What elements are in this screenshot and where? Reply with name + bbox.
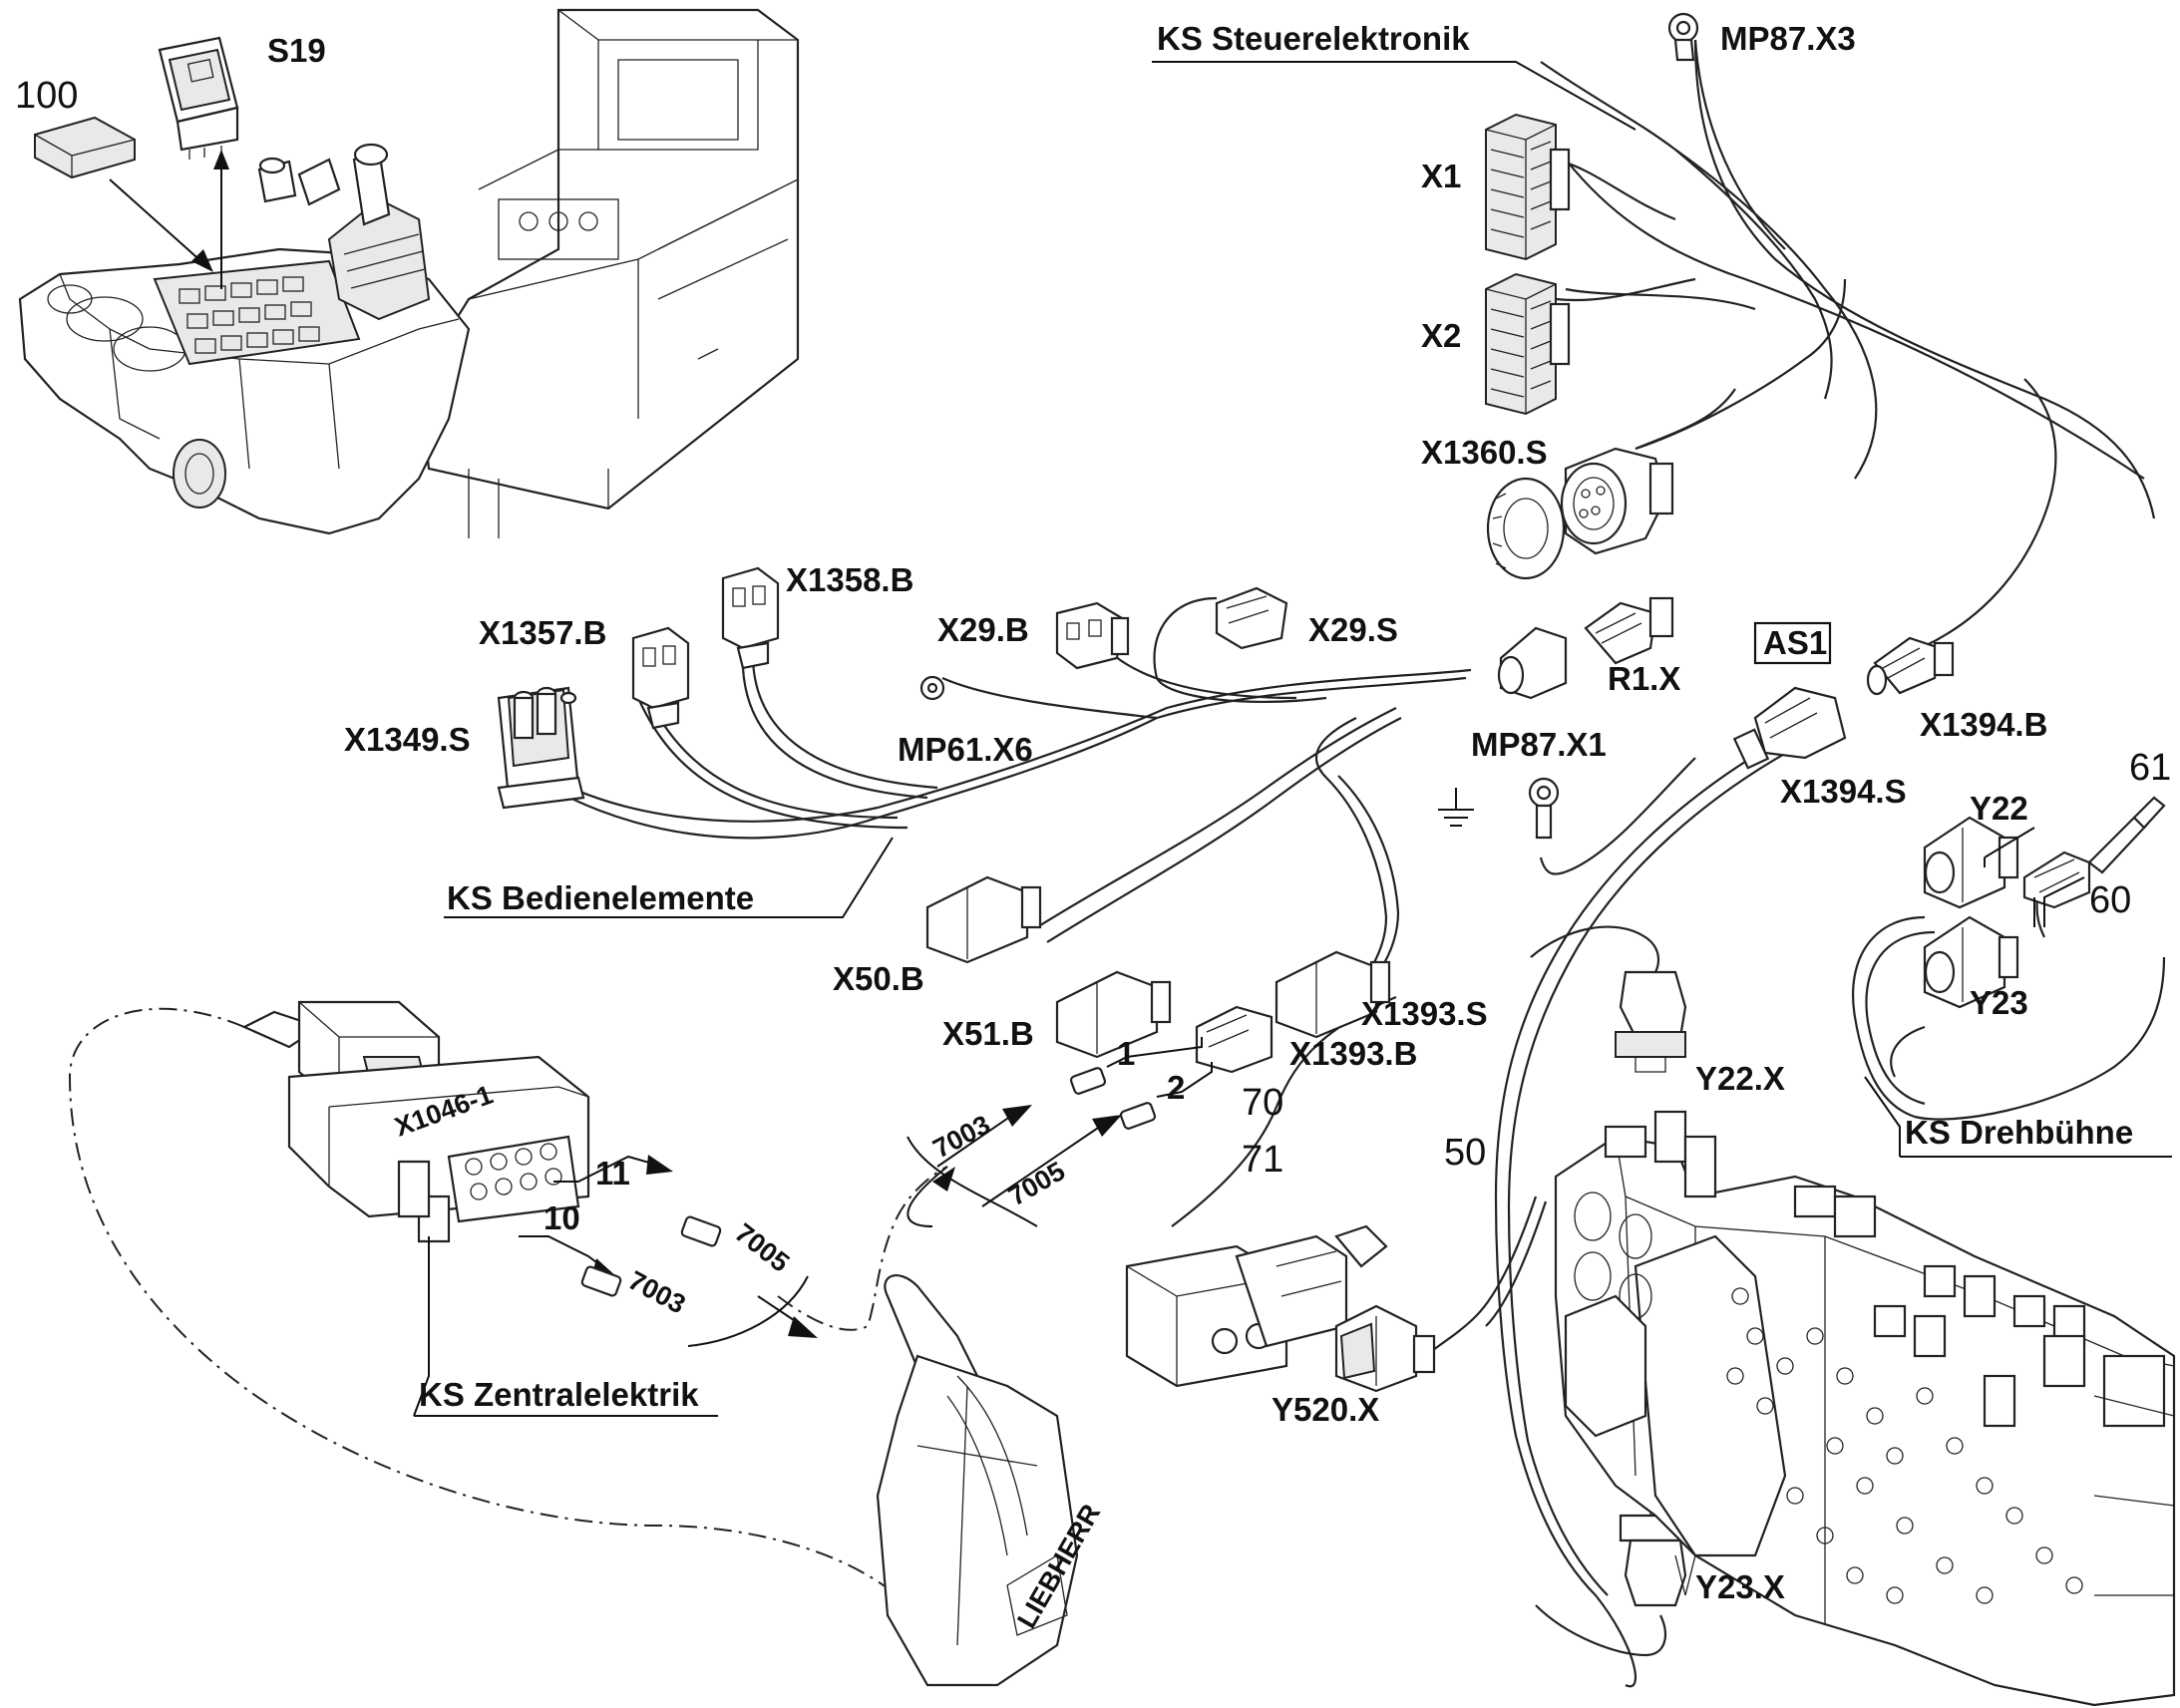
control-valve-block <box>1554 1110 2176 1707</box>
label-y22-x: Y22.X <box>1695 1060 1785 1097</box>
label-x29-s: X29.S <box>1308 611 1398 648</box>
x1394-s-connector <box>1732 686 1847 770</box>
x1-connector <box>1485 113 1571 261</box>
labels: KS Steuerelektronik MP87.X3 S19 100 X1 X… <box>15 20 2171 1605</box>
label-wire-11: 11 <box>595 1155 630 1192</box>
x29-b-connector <box>1055 601 1130 670</box>
label-cable-7003-right: 7003 <box>928 1110 995 1165</box>
label-ks-steuerelektronik: KS Steuerelektronik <box>1157 20 1470 57</box>
x1360-s-round-connector <box>1486 447 1674 580</box>
dash-dot-cable-loop <box>68 1007 908 1606</box>
label-x1358-b: X1358.B <box>786 561 913 598</box>
label-50: 50 <box>1444 1132 1486 1174</box>
label-x2: X2 <box>1421 317 1461 354</box>
label-cable-7003-left: 7003 <box>623 1265 690 1320</box>
label-x1393-b: X1393.B <box>1289 1035 1417 1072</box>
label-x1360-s: X1360.S <box>1421 434 1548 471</box>
label-cable-7005-left: 7005 <box>729 1217 795 1278</box>
label-ks-drehbuehne: KS Drehbühne <box>1905 1114 2133 1151</box>
x1358-b-connector <box>721 566 780 670</box>
label-x1357-b: X1357.B <box>479 614 606 651</box>
operator-console-drawing <box>18 8 800 538</box>
label-as1: AS1 <box>1763 624 1827 661</box>
cable-arc-7005-7003 <box>687 1275 818 1347</box>
label-60: 60 <box>2089 879 2131 921</box>
y23-connector <box>1923 915 2019 1009</box>
mp87-x1-ring-terminal <box>1528 777 1560 840</box>
mp61-x6-ring-terminal <box>919 675 945 701</box>
x1357-b-connector <box>631 626 690 730</box>
label-71: 71 <box>1242 1139 1283 1181</box>
joystick-drawing: LIEBHERR <box>876 1274 1106 1687</box>
s19-switch-drawing <box>158 36 239 289</box>
mp87-x3-ring-terminal <box>1667 12 1699 62</box>
part-60-61-plug <box>2022 796 2166 927</box>
label-r1-x: R1.X <box>1608 660 1680 697</box>
label-y23: Y23 <box>1970 984 2028 1021</box>
label-x1394-b: X1394.B <box>1920 706 2047 743</box>
label-x1393-s: X1393.S <box>1361 995 1488 1032</box>
label-x1394-s: X1394.S <box>1780 773 1907 810</box>
wire-leads-11-10 <box>519 1155 722 1297</box>
label-wire-10: 10 <box>544 1199 580 1236</box>
label-s19: S19 <box>267 32 326 69</box>
label-cable-7005-right: 7005 <box>1003 1156 1070 1211</box>
label-mp61-x6: MP61.X6 <box>898 731 1033 768</box>
y520-valve-drawing <box>1125 1224 1388 1388</box>
label-y23-x: Y23.X <box>1695 1568 1785 1605</box>
label-100: 100 <box>15 75 78 117</box>
label-mp87-x3: MP87.X3 <box>1720 20 1856 57</box>
label-70: 70 <box>1242 1082 1283 1124</box>
label-x1349-s: X1349.S <box>344 721 471 758</box>
label-y520-x: Y520.X <box>1272 1391 1379 1428</box>
cable-arc-7003-7005 <box>907 1105 1122 1227</box>
y520-x-connector <box>1334 1304 1436 1393</box>
x51-b-connector <box>1055 970 1172 1059</box>
part-100-cover <box>34 116 213 272</box>
label-x29-b: X29.B <box>937 611 1029 648</box>
label-wire-2: 2 <box>1167 1069 1185 1106</box>
label-61: 61 <box>2129 747 2171 789</box>
label-ks-zentralelektrik: KS Zentralelektrik <box>419 1376 699 1413</box>
label-wire-1: 1 <box>1117 1035 1135 1072</box>
label-y22: Y22 <box>1970 790 2028 827</box>
leader-lines <box>413 61 2172 1417</box>
x29-s-connector <box>1215 586 1288 650</box>
as1-label-box <box>1753 621 1832 665</box>
x1046-1-connector <box>241 1000 590 1243</box>
wire-leads-70-71 <box>1069 1037 1213 1130</box>
label-x1: X1 <box>1421 158 1461 194</box>
dash-dot-cable-path <box>777 1166 948 1331</box>
y22-x-connector <box>1615 970 1687 1073</box>
r1-x-connector <box>1497 596 1674 700</box>
label-x51-b: X51.B <box>942 1015 1034 1052</box>
ground-symbol <box>1438 788 1474 827</box>
label-ks-bedienelemente: KS Bedienelemente <box>447 879 754 916</box>
x50-b-connector <box>925 875 1042 964</box>
x1393-b-connector <box>1195 1005 1273 1074</box>
x1349-s-connector <box>497 686 585 810</box>
y22-connector <box>1923 816 2019 909</box>
label-mp87-x1: MP87.X1 <box>1471 726 1607 763</box>
label-x50-b: X50.B <box>833 960 924 997</box>
x1394-b-connector <box>1866 636 1955 696</box>
x1393-s-connector <box>1274 950 1391 1039</box>
x2-connector <box>1485 272 1571 416</box>
